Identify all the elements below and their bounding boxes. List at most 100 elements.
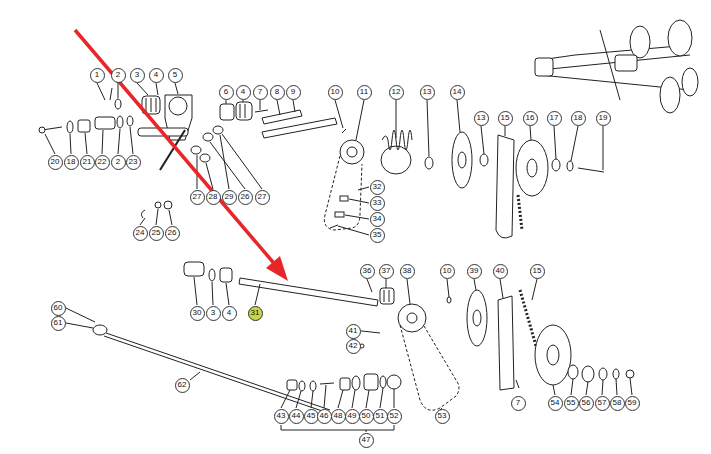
callout-number: 62 bbox=[175, 378, 190, 393]
callout-label: 18 bbox=[67, 158, 76, 166]
callout-label: 36 bbox=[363, 267, 372, 275]
callout-number: 28 bbox=[206, 190, 221, 205]
callout-number: 19 bbox=[596, 111, 611, 126]
callout-number: 25 bbox=[149, 226, 164, 241]
callout-label: 13 bbox=[423, 88, 432, 96]
callout-label: 15 bbox=[501, 114, 510, 122]
callout-label: 15 bbox=[533, 267, 542, 275]
callout-number: 22 bbox=[95, 155, 110, 170]
callout-label: 6 bbox=[224, 88, 228, 96]
callout-label: 2 bbox=[116, 71, 120, 79]
callout-number: 53 bbox=[435, 409, 450, 424]
callout-number: 36 bbox=[360, 264, 375, 279]
callout-number: 24 bbox=[133, 226, 148, 241]
callout-number: 32 bbox=[370, 180, 385, 195]
callout-number: 37 bbox=[379, 264, 394, 279]
callout-label: 18 bbox=[574, 114, 583, 122]
callout-number: 35 bbox=[370, 228, 385, 243]
callout-number: 10 bbox=[440, 264, 455, 279]
callout-label: 48 bbox=[334, 412, 343, 420]
callout-number: 59 bbox=[625, 396, 640, 411]
callout-number: 14 bbox=[450, 85, 465, 100]
callout-label: 25 bbox=[152, 229, 161, 237]
callout-number: 61 bbox=[51, 316, 66, 331]
callout-number: 17 bbox=[547, 111, 562, 126]
callout-label: 43 bbox=[277, 412, 286, 420]
callout-number: 4 bbox=[149, 68, 164, 83]
callout-label: 55 bbox=[567, 399, 576, 407]
callout-label: 46 bbox=[320, 412, 329, 420]
callout-label: 61 bbox=[54, 319, 63, 327]
callout-number: 50 bbox=[359, 409, 374, 424]
callout-label: 16 bbox=[526, 114, 535, 122]
callout-label: 26 bbox=[241, 193, 250, 201]
callout-number: 58 bbox=[610, 396, 625, 411]
callout-label: 50 bbox=[362, 412, 371, 420]
callout-label: 27 bbox=[258, 193, 267, 201]
callout-label: 23 bbox=[129, 158, 138, 166]
callout-number: 6 bbox=[219, 85, 234, 100]
callout-number: 3 bbox=[206, 306, 221, 321]
callout-label: 35 bbox=[373, 231, 382, 239]
callout-label: 38 bbox=[403, 267, 412, 275]
callout-label: 39 bbox=[470, 267, 479, 275]
callout-label: 13 bbox=[477, 114, 486, 122]
callout-number: 34 bbox=[370, 212, 385, 227]
callout-label: 57 bbox=[598, 399, 607, 407]
callout-label: 49 bbox=[348, 412, 357, 420]
callout-number: 15 bbox=[530, 264, 545, 279]
callout-number: 57 bbox=[595, 396, 610, 411]
callout-number: 13 bbox=[474, 111, 489, 126]
callout-number: 38 bbox=[400, 264, 415, 279]
callout-label: 10 bbox=[443, 267, 452, 275]
callout-label: 5 bbox=[173, 71, 177, 79]
callout-number: 2 bbox=[111, 68, 126, 83]
callout-number: 56 bbox=[579, 396, 594, 411]
callout-number: 40 bbox=[493, 264, 508, 279]
callout-label: 37 bbox=[382, 267, 391, 275]
callout-number: 49 bbox=[345, 409, 360, 424]
callout-label: 54 bbox=[551, 399, 560, 407]
callout-number: 29 bbox=[222, 190, 237, 205]
callout-label: 32 bbox=[373, 183, 382, 191]
callout-label: 44 bbox=[292, 412, 301, 420]
callout-label: 3 bbox=[135, 71, 139, 79]
callout-label: 53 bbox=[438, 412, 447, 420]
callout-label: 31 bbox=[251, 309, 260, 317]
callout-number: 51 bbox=[373, 409, 388, 424]
callout-label: 30 bbox=[193, 309, 202, 317]
callout-label: 19 bbox=[599, 114, 608, 122]
callout-number: 3 bbox=[130, 68, 145, 83]
callout-number: 21 bbox=[80, 155, 95, 170]
callout-label: 42 bbox=[349, 342, 358, 350]
callout-number: 20 bbox=[48, 155, 63, 170]
callout-label: 26 bbox=[168, 229, 177, 237]
callout-number: 18 bbox=[64, 155, 79, 170]
callout-number: 33 bbox=[370, 196, 385, 211]
callout-label: 28 bbox=[209, 193, 218, 201]
callout-label: 24 bbox=[136, 229, 145, 237]
callout-label: 7 bbox=[516, 399, 520, 407]
callout-label: 27 bbox=[193, 193, 202, 201]
callout-number: 39 bbox=[467, 264, 482, 279]
callout-label: 11 bbox=[360, 88, 368, 96]
callout-label: 45 bbox=[307, 412, 316, 420]
callout-number: 23 bbox=[126, 155, 141, 170]
callout-label: 14 bbox=[453, 88, 462, 96]
callout-label: 10 bbox=[331, 88, 340, 96]
callout-label: 1 bbox=[95, 71, 99, 79]
callout-number: 15 bbox=[498, 111, 513, 126]
callout-number: 1 bbox=[90, 68, 105, 83]
callout-label: 22 bbox=[98, 158, 107, 166]
callout-label: 56 bbox=[582, 399, 591, 407]
callout-number: 4 bbox=[222, 306, 237, 321]
callout-label: 4 bbox=[227, 309, 231, 317]
callout-label: 12 bbox=[392, 88, 401, 96]
callout-label: 2 bbox=[116, 158, 120, 166]
callout-label: 40 bbox=[496, 267, 505, 275]
callout-label: 58 bbox=[613, 399, 622, 407]
callout-number: 11 bbox=[357, 85, 372, 100]
callout-label: 29 bbox=[225, 193, 234, 201]
callout-label: 17 bbox=[550, 114, 559, 122]
